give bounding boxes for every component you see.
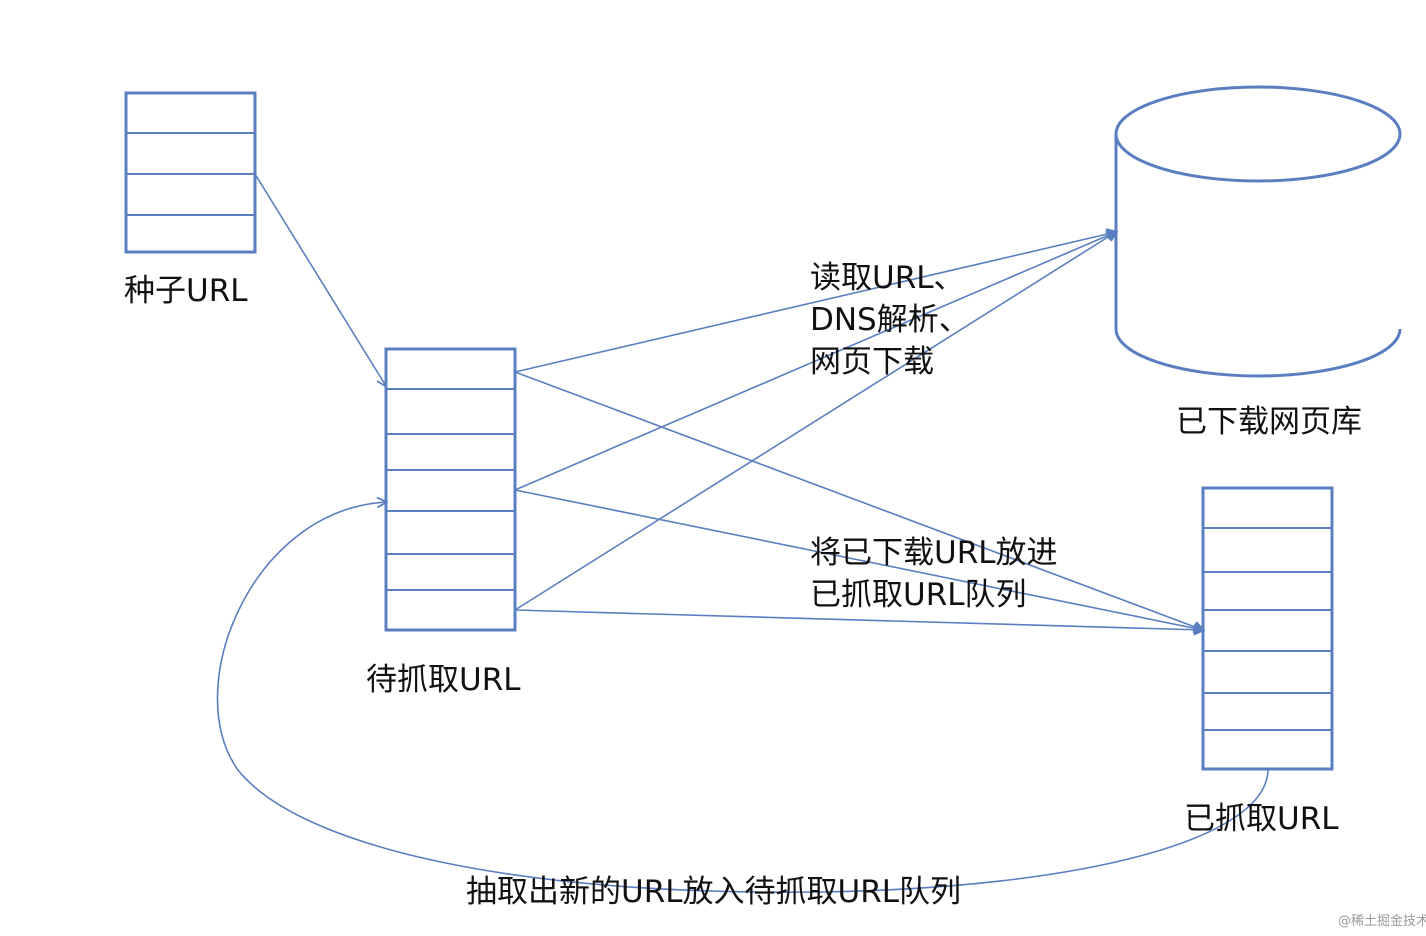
downloaded-page-store: [1114, 85, 1402, 378]
feedback-edge-label: 抽取出新的URL放入待抓取URL队列: [466, 874, 961, 910]
page-store-label: 已下载网页库: [1176, 404, 1362, 440]
seed-url-queue: [124, 91, 257, 254]
edges: [216, 173, 1269, 894]
watermark: @稀土掘金技术: [1338, 914, 1426, 929]
edge-seed-to-pending: [254, 173, 386, 386]
edge-download-3: [514, 232, 1116, 611]
edge-move-3: [514, 609, 1203, 630]
move-edge-label: 将已下载URL放进 已抓取URL队列: [810, 532, 1058, 616]
download-label-line-2: DNS解析、: [810, 302, 970, 338]
download-label-line-3: 网页下载: [810, 344, 934, 380]
crawled-url-queue: [1201, 486, 1334, 771]
edge-feedback-loop: [216, 502, 1269, 894]
download-label-line-1: 读取URL、: [810, 260, 965, 296]
edge-download-2: [514, 232, 1116, 491]
download-edge-label: 读取URL、 DNS解析、 网页下载: [810, 257, 970, 383]
edge-move-2: [514, 489, 1203, 630]
seed-queue-label: 种子URL: [124, 273, 248, 309]
pending-url-queue: [384, 347, 517, 632]
move-label-line-1: 将已下载URL放进: [810, 535, 1058, 571]
edge-download-1: [514, 232, 1116, 373]
crawled-queue-label: 已抓取URL: [1184, 801, 1339, 837]
edge-move-1: [514, 371, 1203, 630]
pending-queue-label: 待抓取URL: [366, 662, 521, 698]
move-label-line-2: 已抓取URL队列: [810, 577, 1027, 613]
